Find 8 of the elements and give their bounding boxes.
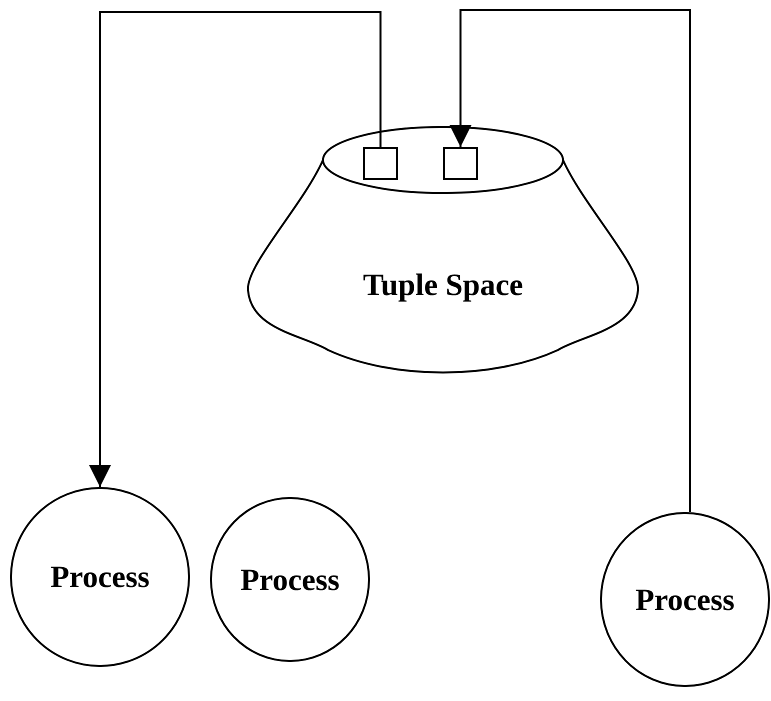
arrow [450, 9, 691, 512]
process-label: Process [635, 582, 735, 618]
process-label: Process [240, 562, 340, 598]
tuple-square [443, 147, 478, 180]
process-label: Process [50, 559, 150, 595]
container-label: Tuple Space [363, 267, 523, 303]
arrow [89, 11, 382, 487]
tuple-square [363, 147, 398, 180]
